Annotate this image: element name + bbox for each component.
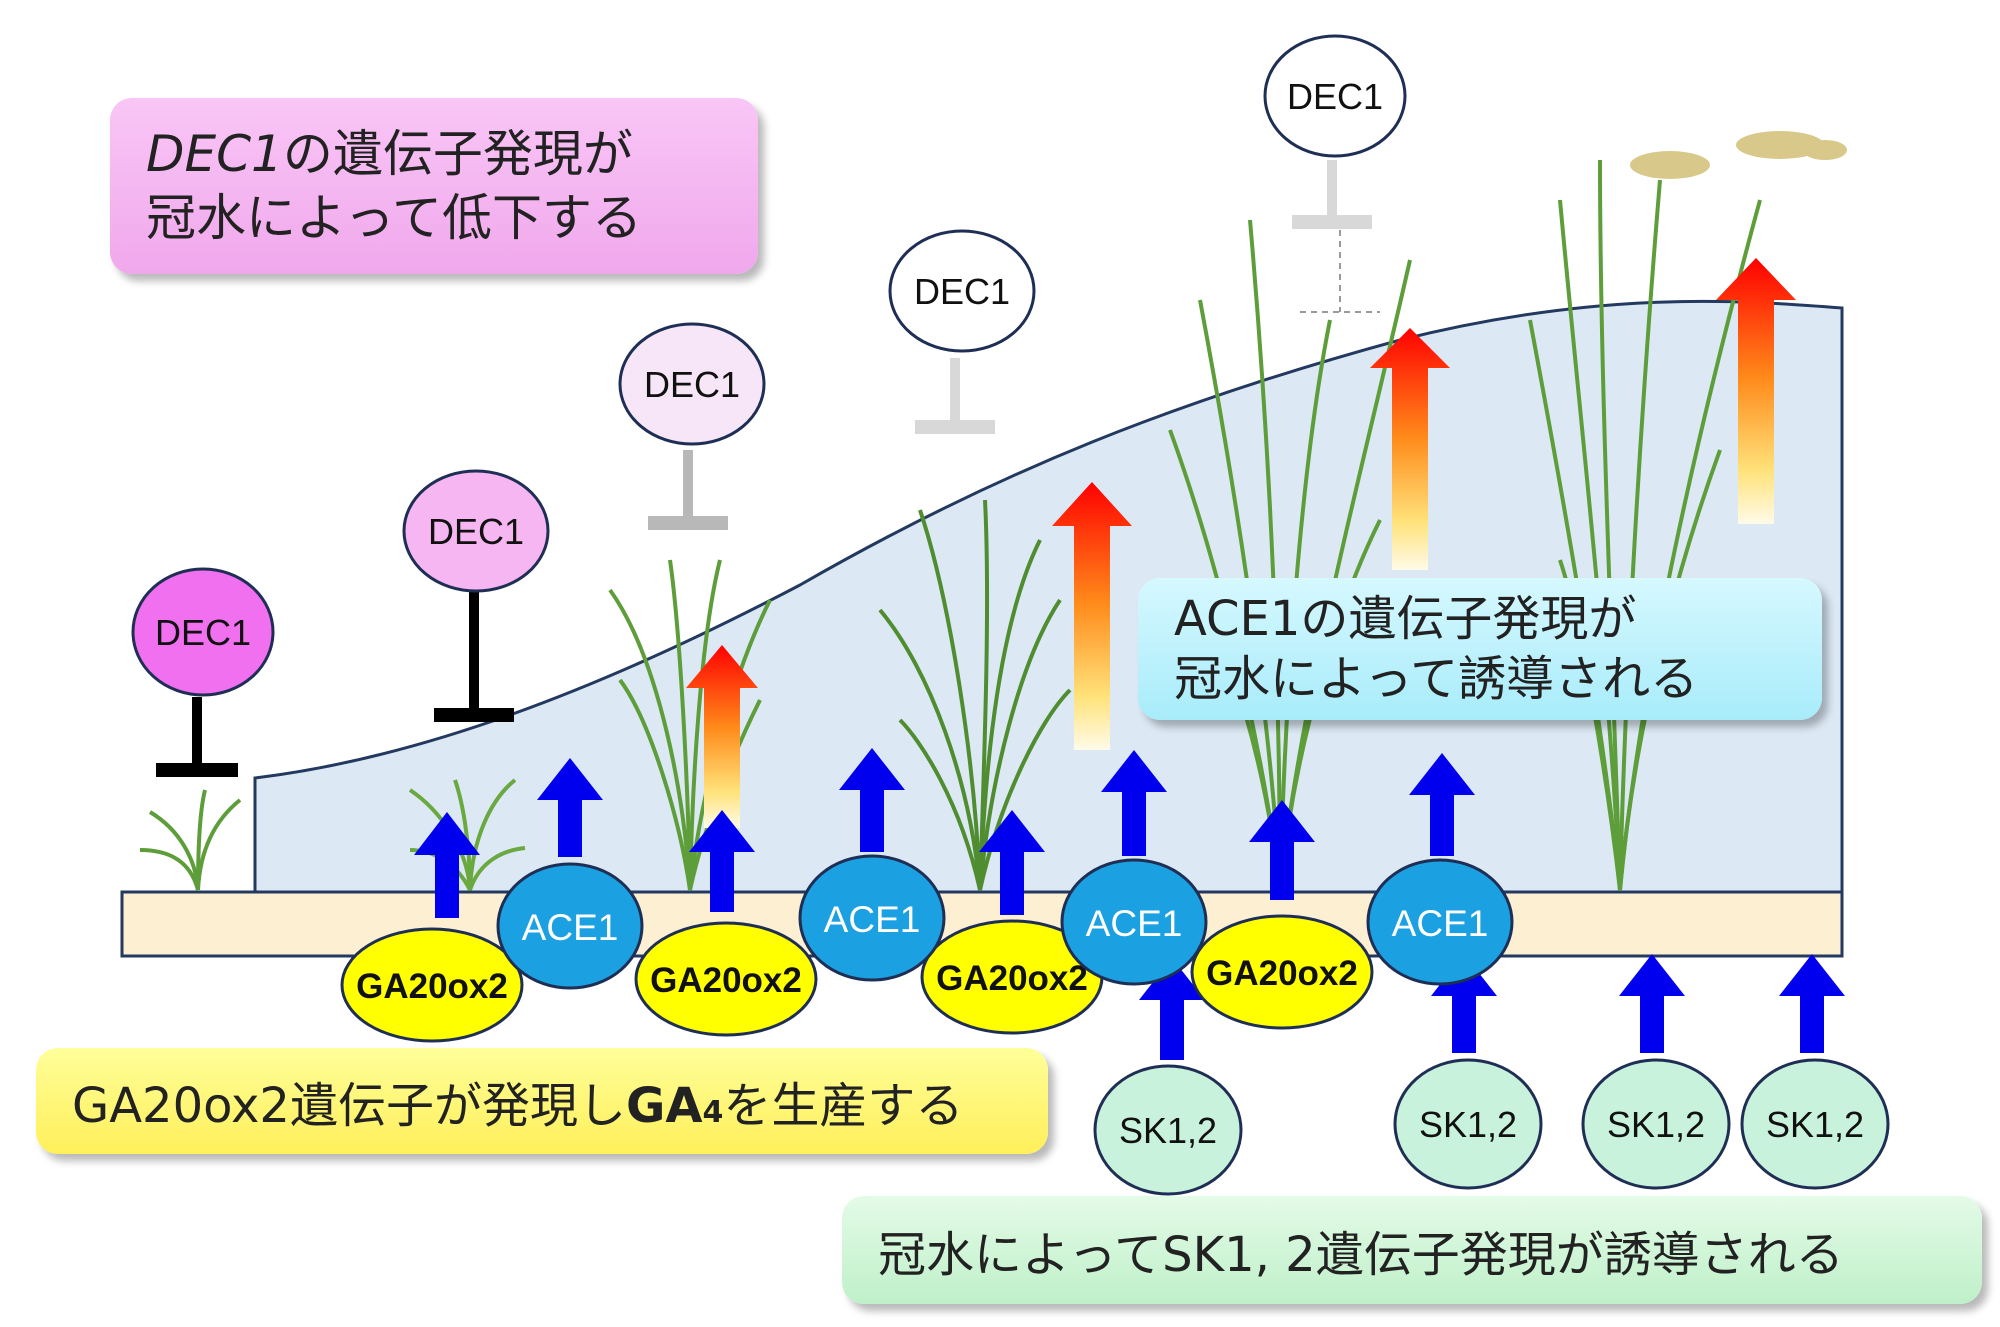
ga20ox2-label: GA20ox2 [356, 967, 508, 1006]
blue-up-arrow [839, 748, 905, 852]
ga20ox2-node: GA20ox2 [634, 921, 818, 1037]
sk-label: SK1,2 [1766, 1104, 1864, 1145]
dec1-node: DEC1 [402, 469, 550, 593]
callout-ga-post: を生産する [723, 1078, 964, 1134]
ace1-node: ACE1 [798, 854, 946, 982]
dec1-node: DEC1 [1263, 34, 1407, 158]
ace1-node: ACE1 [1060, 858, 1208, 986]
callout-ga-production: GA20ox2遺伝子が発現しGA4を生産する [36, 1048, 1048, 1154]
dec1-label: DEC1 [1287, 76, 1383, 117]
callout-ga-gibberellin: GA [625, 1078, 703, 1134]
rice-panicle [1630, 131, 1847, 179]
ga20ox2-node: GA20ox2 [1190, 914, 1374, 1030]
callout-ace1-expression: ACE1の遺伝子発現が 冠水によって誘導される [1138, 578, 1822, 720]
callout-ace1-line2: 冠水によって誘導される [1174, 651, 1699, 707]
blue-up-arrow [1101, 750, 1167, 856]
sk-node: SK1,2 [1393, 1058, 1543, 1190]
blue-up-arrow [1249, 800, 1315, 900]
red-growth-arrow [1716, 258, 1796, 524]
ace1-label: ACE1 [1392, 903, 1489, 944]
blue-up-arrow [414, 812, 480, 918]
callout-sk-expression: 冠水によってSK1, 2遺伝子発現が誘導される [842, 1196, 1982, 1304]
inhibition-bar [156, 697, 238, 777]
inhibition-bar [915, 358, 995, 434]
ace1-label: ACE1 [1086, 903, 1183, 944]
blue-up-arrow [1619, 954, 1685, 1053]
ga20ox2-label: GA20ox2 [650, 961, 802, 1000]
ga20ox2-node: GA20ox2 [340, 927, 524, 1043]
dec1-label: DEC1 [644, 364, 740, 405]
dec1-node: DEC1 [888, 229, 1036, 353]
dec1-label: DEC1 [428, 511, 524, 552]
inhibition-bar [1292, 160, 1380, 313]
dec1-label: DEC1 [155, 612, 251, 653]
callout-ga-subscript: 4 [702, 1095, 724, 1130]
sk-node: SK1,2 [1093, 1064, 1243, 1196]
callout-sk-text: 冠水によってSK1, 2遺伝子発現が誘導される [878, 1227, 1844, 1283]
sk-node: SK1,2 [1581, 1058, 1731, 1190]
rice-plant-seedling [139, 789, 242, 891]
sk-label: SK1,2 [1607, 1104, 1705, 1145]
callout-dec1-line2: 冠水によって低下する [146, 189, 642, 247]
rice-plant-large [878, 499, 1072, 891]
callout-dec1-line1: の遺伝子発現が [282, 125, 633, 183]
red-growth-arrow [686, 645, 758, 828]
blue-up-arrow [1779, 954, 1845, 1053]
ga20ox2-label: GA20ox2 [936, 959, 1088, 998]
blue-up-arrow [1139, 958, 1205, 1060]
inhibition-bar [648, 450, 728, 530]
dec1-label: DEC1 [914, 271, 1010, 312]
callout-dec1-gene: DEC1 [146, 125, 283, 183]
blue-up-arrow [979, 810, 1045, 915]
blue-up-arrow [689, 810, 755, 912]
red-growth-arrow [1370, 328, 1450, 570]
blue-up-arrow [537, 758, 603, 857]
ace1-label: ACE1 [824, 899, 921, 940]
blue-up-arrow [1409, 753, 1475, 856]
ga20ox2-label: GA20ox2 [1206, 954, 1358, 993]
sk-node: SK1,2 [1740, 1058, 1890, 1190]
ga20ox2-node: GA20ox2 [920, 919, 1104, 1035]
callout-ga-pre: GA20ox2遺伝子が発現し [72, 1078, 626, 1134]
dec1-node: DEC1 [131, 567, 275, 697]
ace1-node: ACE1 [1366, 858, 1514, 986]
callout-ace1-line1: ACE1の遺伝子発現が [1174, 591, 1637, 647]
sk-label: SK1,2 [1419, 1104, 1517, 1145]
dec1-node: DEC1 [618, 322, 766, 446]
red-growth-arrow [1052, 482, 1132, 750]
callout-dec1-expression: DEC1の遺伝子発現が 冠水によって低下する [110, 98, 758, 274]
ace1-label: ACE1 [522, 907, 619, 948]
sk-label: SK1,2 [1119, 1110, 1217, 1151]
ace1-node: ACE1 [496, 862, 644, 990]
inhibition-bar [434, 592, 514, 722]
